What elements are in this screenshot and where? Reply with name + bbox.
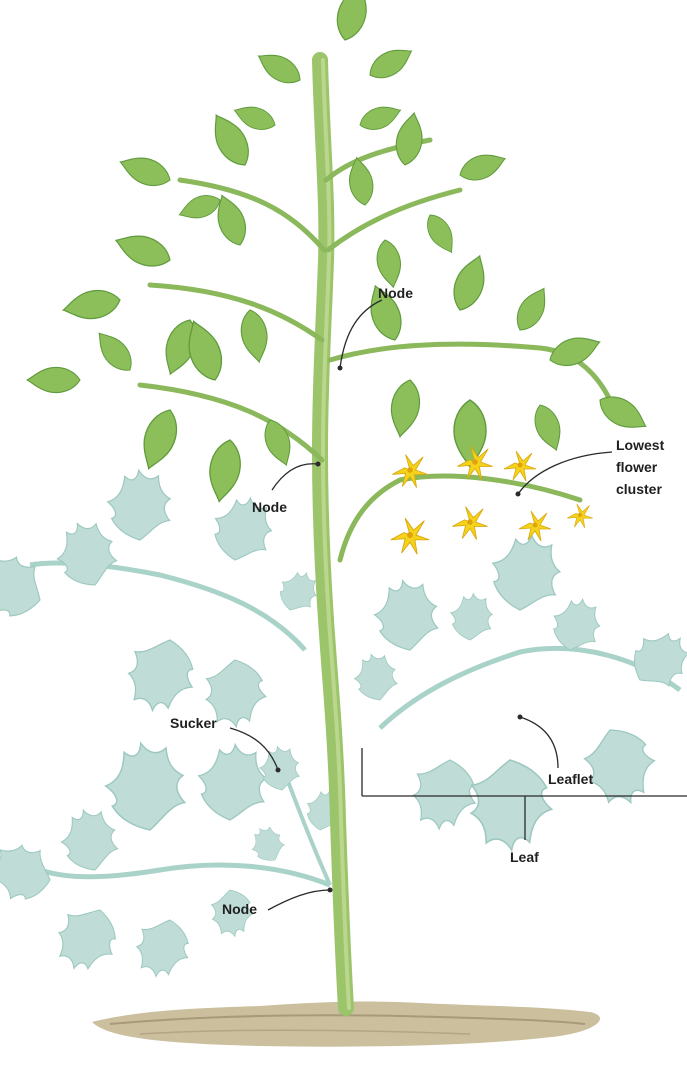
pale-leaf-right — [349, 532, 687, 853]
green-foliage — [27, 0, 652, 504]
label-node-middle: Node — [252, 462, 321, 516]
leaf-label: Leaf — [510, 849, 539, 865]
leaflet-label: Leaflet — [548, 771, 593, 787]
node-middle-label: Node — [252, 499, 287, 515]
sucker-label: Sucker — [170, 715, 217, 731]
flower-label-line2: flower — [616, 459, 658, 475]
label-node-bottom: Node — [222, 888, 333, 918]
flower-label-line3: cluster — [616, 481, 662, 497]
node-bottom-label: Node — [222, 901, 257, 917]
node-top-label: Node — [378, 285, 413, 301]
flower-label-line1: Lowest — [616, 437, 665, 453]
main-stem — [320, 60, 349, 1008]
